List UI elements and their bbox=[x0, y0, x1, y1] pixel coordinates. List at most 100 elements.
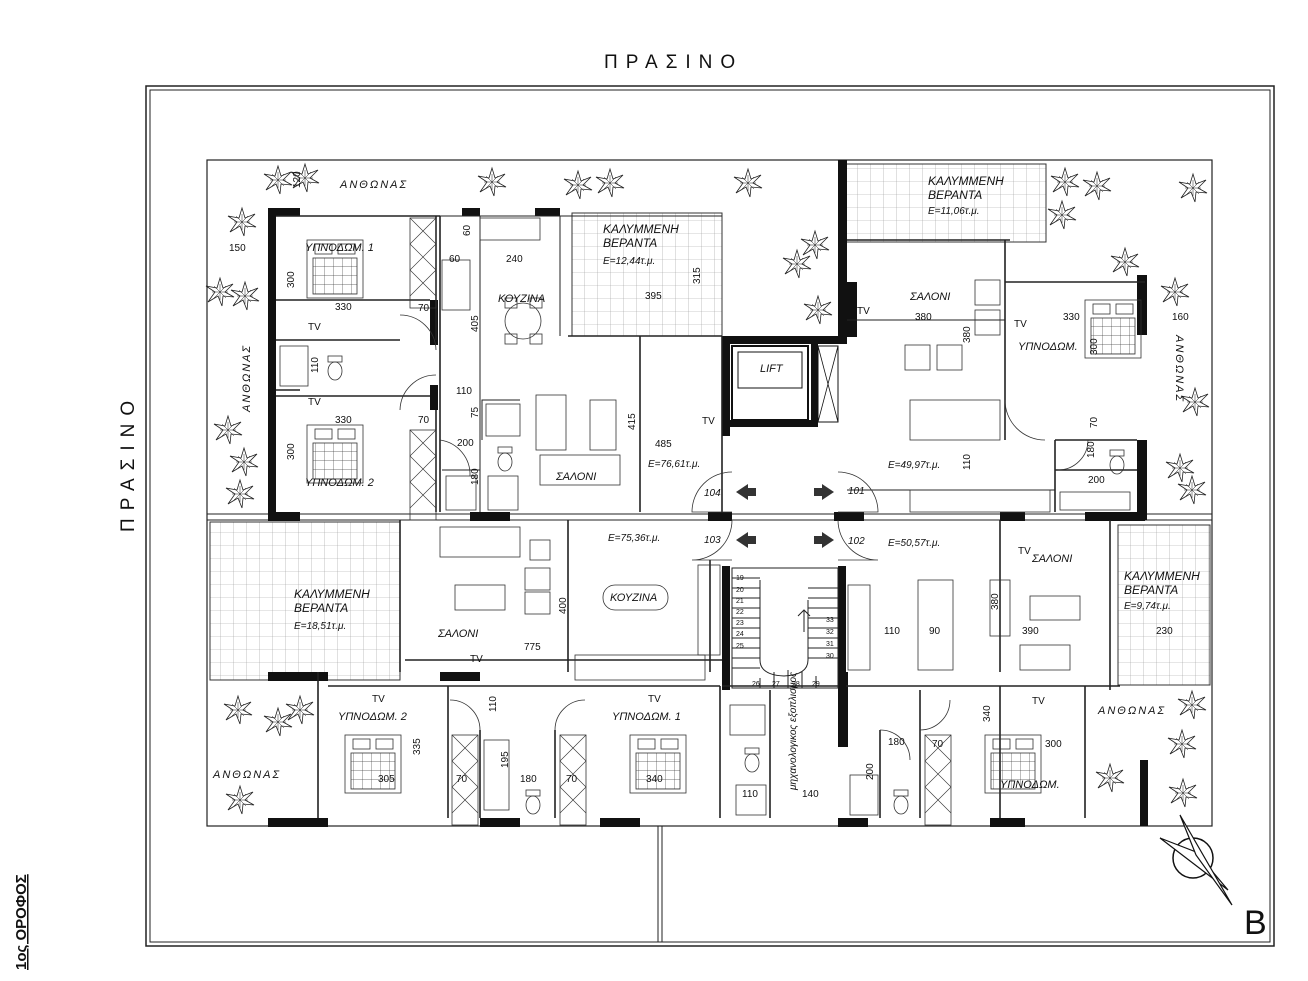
room-label: ΥΠΝΟΔΩΜ. 1 bbox=[305, 242, 374, 254]
room-label: ΥΠΝΟΔΩΜ. 1 bbox=[612, 711, 681, 723]
svg-text:240: 240 bbox=[506, 254, 523, 265]
svg-text:70: 70 bbox=[1089, 416, 1100, 428]
svg-text:335: 335 bbox=[412, 738, 423, 755]
lift bbox=[731, 345, 839, 423]
staircase bbox=[731, 567, 839, 689]
svg-text:110: 110 bbox=[884, 626, 900, 637]
tv-label: TV bbox=[372, 694, 385, 705]
stair-number: 23 bbox=[736, 620, 744, 627]
dimension-labels: 120 150 300 330 70 60 60 240 315 395 405… bbox=[229, 171, 1189, 800]
stair-number: 19 bbox=[736, 575, 744, 582]
svg-text:180: 180 bbox=[520, 774, 537, 785]
svg-text:330: 330 bbox=[335, 302, 352, 313]
svg-text:300: 300 bbox=[286, 443, 297, 460]
veranda-tiles bbox=[209, 163, 1211, 686]
stair-number: 28 bbox=[792, 681, 800, 688]
room-label: ΣΑΛΟΝΙ bbox=[437, 628, 478, 640]
svg-text:180: 180 bbox=[470, 468, 481, 485]
apartment-number: 101 bbox=[848, 486, 865, 497]
tv-label: TV bbox=[857, 306, 870, 317]
svg-text:180: 180 bbox=[888, 737, 905, 748]
veranda-label: ΚΑΛΥΜΜΕΝΗ bbox=[928, 174, 1004, 188]
garden-label: ΑΝΘΩΝΑΣ bbox=[339, 179, 408, 191]
garden-label: ΑΝΘΩΝΑΣ bbox=[1097, 705, 1166, 717]
svg-text:120: 120 bbox=[292, 171, 303, 188]
room-label: ΣΑΛΟΝΙ bbox=[1031, 553, 1072, 565]
garden-label: ΑΝΘΩΝΑΣ bbox=[241, 344, 253, 413]
apartment-number: 104 bbox=[704, 488, 721, 499]
svg-text:110: 110 bbox=[456, 386, 472, 397]
stair-number: 24 bbox=[736, 631, 744, 638]
tv-label: TV bbox=[1018, 546, 1031, 557]
room-label: ΣΑΛΟΝΙ bbox=[555, 471, 596, 483]
tv-label: TV bbox=[648, 694, 661, 705]
svg-text:300: 300 bbox=[1045, 739, 1062, 750]
svg-text:75: 75 bbox=[470, 406, 481, 418]
stair-number: 21 bbox=[736, 598, 744, 605]
tv-label: TV bbox=[470, 654, 483, 665]
apartment-area: Ε=50,57τ.μ. bbox=[888, 538, 940, 549]
svg-text:300: 300 bbox=[286, 271, 297, 288]
garden-label: ΑΝΘΩΝΑΣ bbox=[212, 769, 281, 781]
svg-text:110: 110 bbox=[742, 789, 758, 800]
entry-doors bbox=[399, 314, 1089, 761]
svg-text:775: 775 bbox=[524, 642, 541, 653]
svg-text:395: 395 bbox=[645, 291, 662, 302]
apartment-number: 103 bbox=[704, 535, 721, 546]
svg-text:70: 70 bbox=[932, 739, 944, 750]
veranda-label: ΒΕΡΑΝΤΑ bbox=[928, 188, 982, 202]
room-label: ΥΠΝΟΔΩΜ. 2 bbox=[338, 711, 407, 723]
room-label: ΚΟΥΖΙΝΑ bbox=[610, 592, 657, 604]
left-street-label: ΠΡΑΣΙΝΟ bbox=[118, 393, 139, 532]
stair-number: 29 bbox=[812, 681, 820, 688]
svg-text:390: 390 bbox=[1022, 626, 1039, 637]
svg-text:60: 60 bbox=[449, 254, 461, 265]
svg-text:200: 200 bbox=[865, 763, 876, 780]
stair-number: 32 bbox=[826, 629, 834, 636]
mech-label: μηχανολογικος εξοπλισμος bbox=[788, 672, 799, 791]
veranda-area: Ε=12,44τ.μ. bbox=[603, 256, 655, 267]
svg-text:340: 340 bbox=[646, 774, 663, 785]
top-street-label: ΠΡΑΣΙΝΟ bbox=[604, 52, 743, 73]
svg-text:60: 60 bbox=[462, 224, 473, 236]
veranda-label: ΒΕΡΑΝΤΑ bbox=[294, 601, 348, 615]
svg-text:300: 300 bbox=[1089, 338, 1100, 355]
svg-text:305: 305 bbox=[378, 774, 395, 785]
svg-text:200: 200 bbox=[457, 438, 474, 449]
apartment-number: 102 bbox=[848, 536, 865, 547]
svg-text:195: 195 bbox=[500, 751, 511, 768]
svg-text:110: 110 bbox=[310, 357, 321, 373]
tv-label: TV bbox=[308, 322, 321, 333]
stair-number: 20 bbox=[736, 587, 744, 594]
room-label: ΥΠΝΟΔΩΜ. bbox=[1018, 341, 1078, 353]
svg-text:330: 330 bbox=[335, 415, 352, 426]
veranda-label: ΒΕΡΑΝΤΑ bbox=[1124, 583, 1178, 597]
north-arrow-icon bbox=[1159, 814, 1233, 906]
veranda-area: Ε=11,06τ.μ. bbox=[928, 206, 980, 217]
apartment-area: Ε=76,61τ.μ. bbox=[648, 459, 700, 470]
svg-text:110: 110 bbox=[488, 696, 499, 712]
room-label: ΣΑΛΟΝΙ bbox=[909, 291, 950, 303]
walls bbox=[268, 160, 1148, 827]
stair-number: 30 bbox=[826, 653, 834, 660]
svg-text:415: 415 bbox=[627, 413, 638, 430]
veranda-label: ΚΑΛΥΜΜΕΝΗ bbox=[603, 222, 679, 236]
veranda-label: ΒΕΡΑΝΤΑ bbox=[603, 236, 657, 250]
svg-text:160: 160 bbox=[1172, 312, 1189, 323]
svg-text:485: 485 bbox=[655, 439, 672, 450]
stair-number: 22 bbox=[736, 609, 744, 616]
svg-text:405: 405 bbox=[470, 315, 481, 332]
svg-text:180: 180 bbox=[1086, 441, 1097, 458]
apartment-area: Ε=49,97τ.μ. bbox=[888, 460, 940, 471]
tv-label: TV bbox=[1032, 696, 1045, 707]
apartment-area: Ε=75,36τ.μ. bbox=[608, 533, 660, 544]
stair-number: 25 bbox=[736, 643, 744, 650]
stair-number: 31 bbox=[826, 641, 834, 648]
veranda-label: ΚΑΛΥΜΜΕΝΗ bbox=[1124, 569, 1200, 583]
stair-number: 33 bbox=[826, 617, 834, 624]
svg-text:230: 230 bbox=[1156, 626, 1173, 637]
room-label: ΥΠΝΟΔΩΜ. bbox=[1000, 779, 1060, 791]
svg-text:340: 340 bbox=[982, 705, 993, 722]
svg-text:70: 70 bbox=[566, 774, 578, 785]
lift-label: LIFT bbox=[760, 363, 784, 375]
